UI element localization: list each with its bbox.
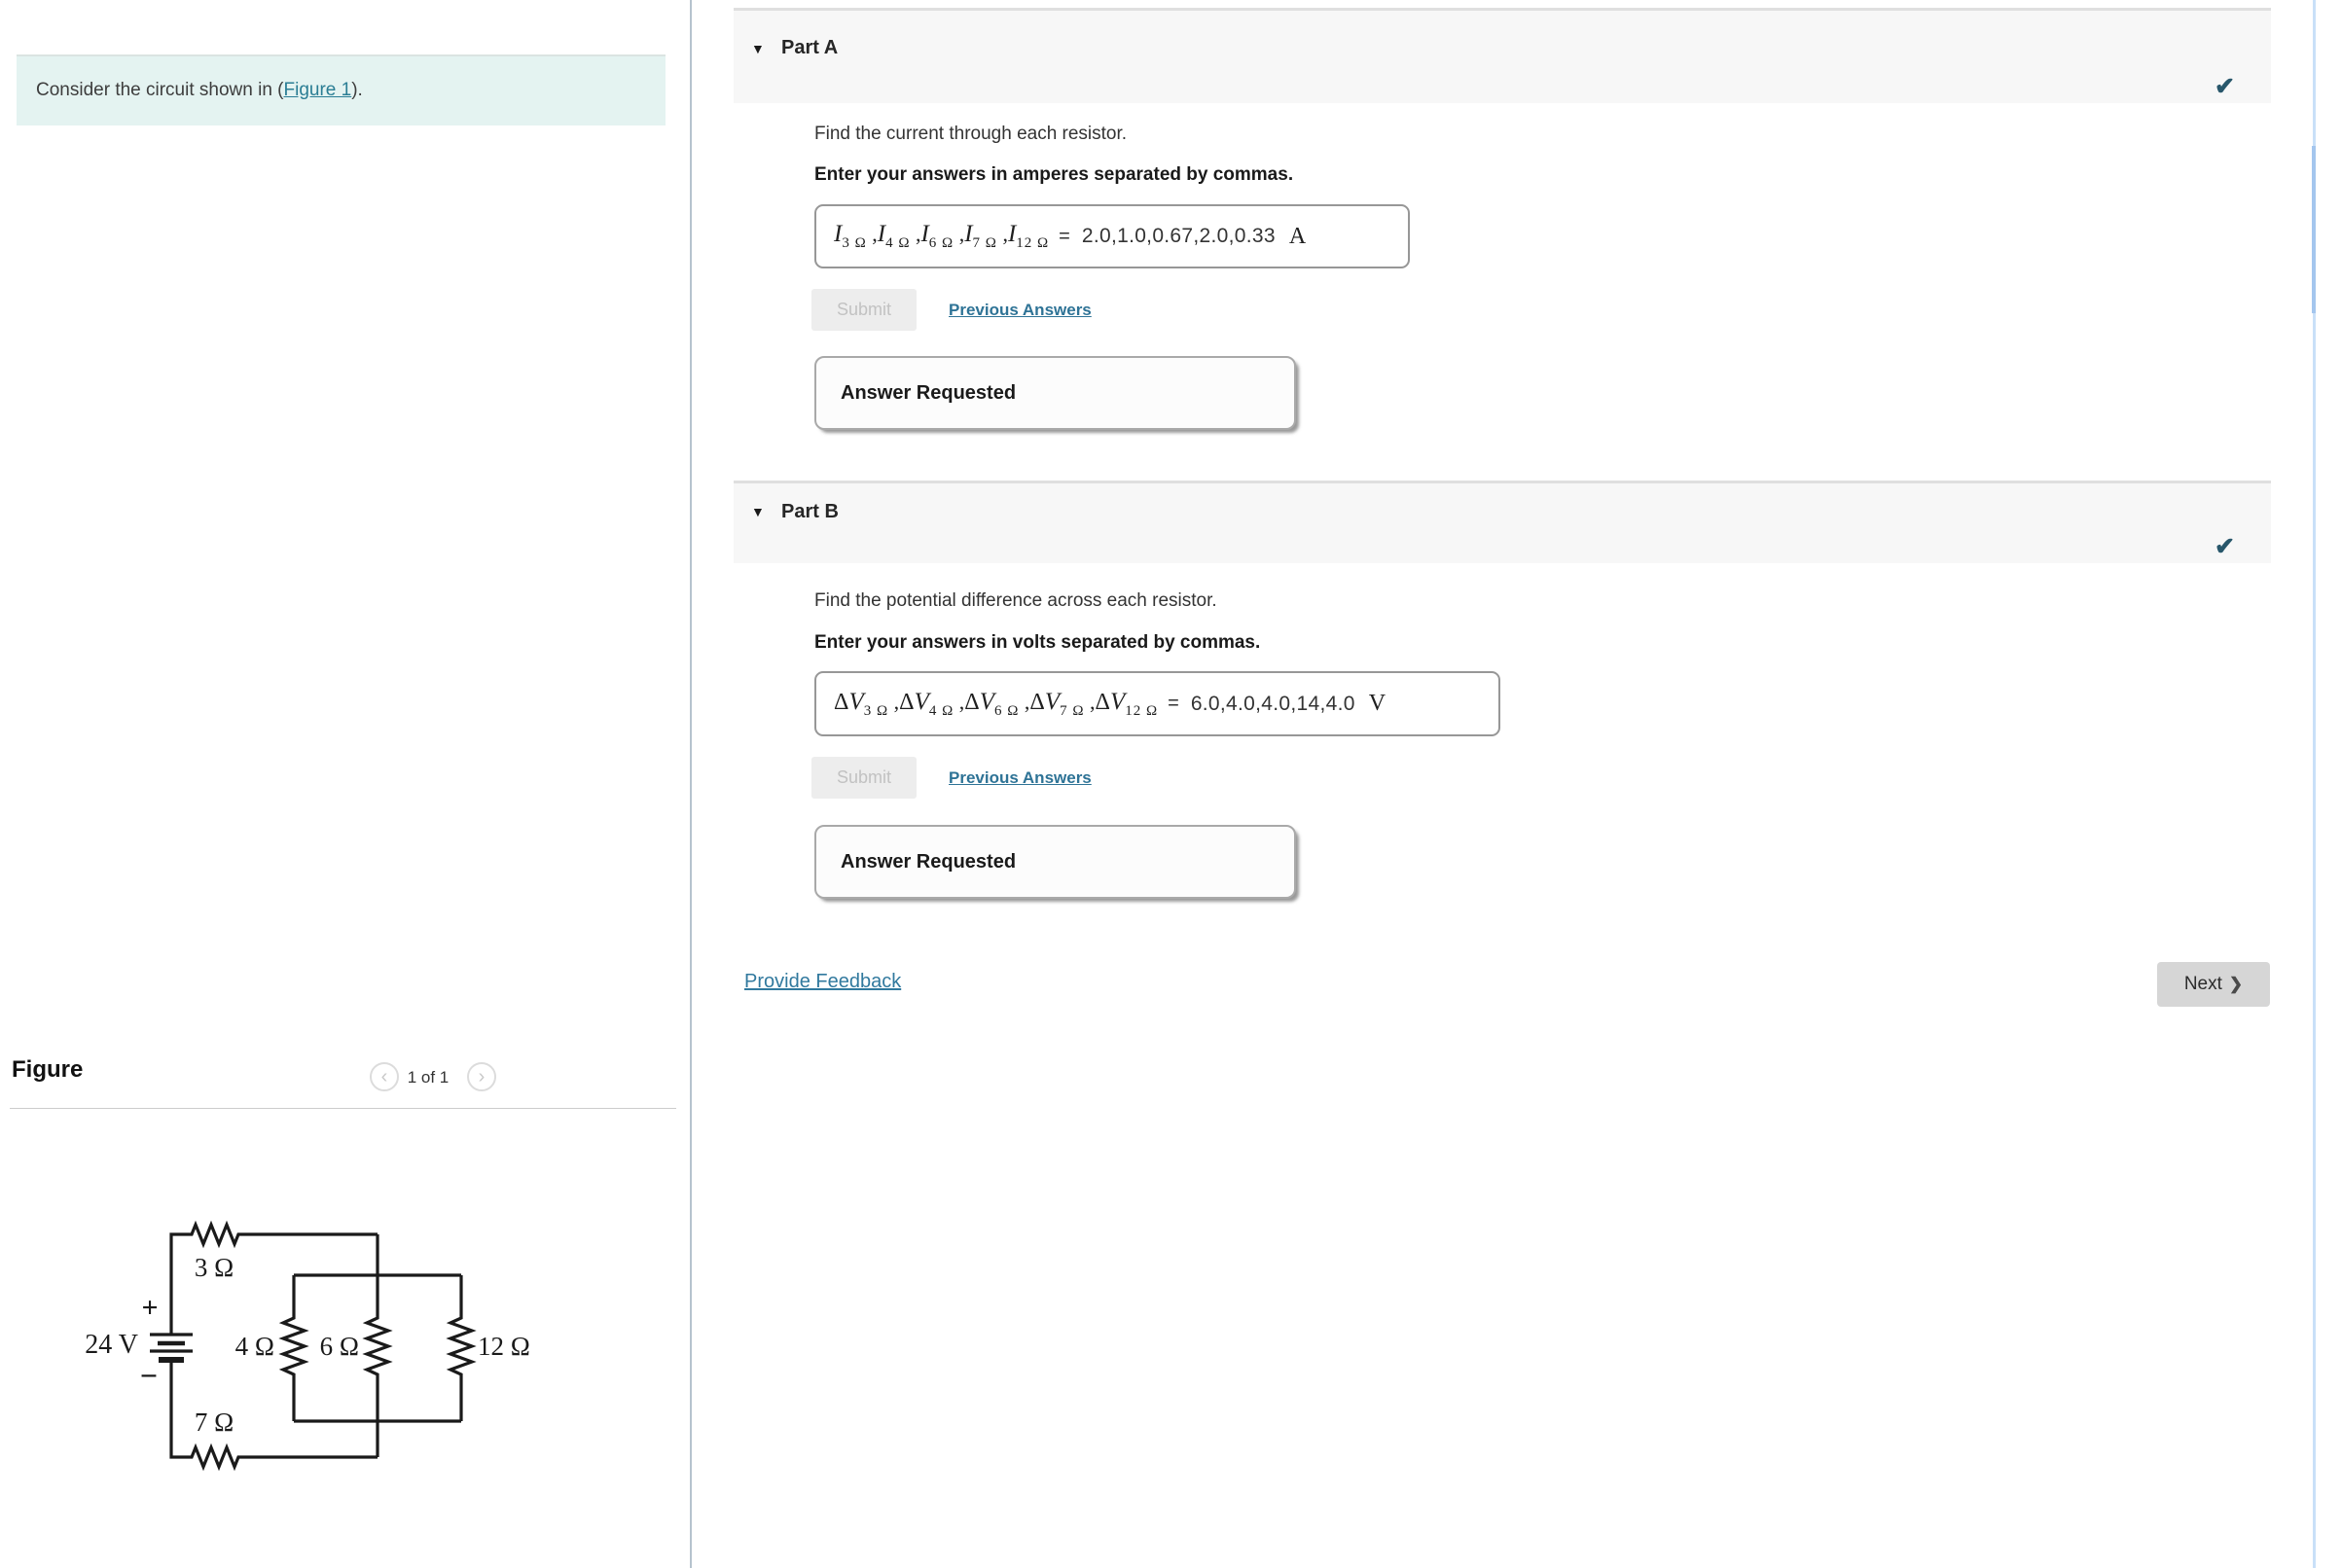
figure-prev-button[interactable]: ‹ [370,1062,399,1091]
battery-minus-sign: − [140,1358,158,1393]
part-a-header[interactable]: ▼ Part A ✔ [734,8,2271,103]
math-term: ΔV4 Ω , [899,688,965,719]
part-a-submit-button[interactable]: Submit [811,289,917,331]
math-term: I12 Ω [1007,221,1050,251]
part-b-header[interactable]: ▼ Part B ✔ [734,481,2271,563]
figure-section-title: Figure [12,1056,84,1083]
resistor-6ohm-label: 6 Ω [320,1332,359,1361]
part-b-answer-value: 6.0,4.0,4.0,14,4.0 [1190,692,1355,715]
part-b-previous-answers-link[interactable]: Previous Answers [949,768,1092,787]
check-icon: ✔ [2215,73,2235,100]
collapse-triangle-icon: ▼ [751,504,765,519]
problem-intro: Consider the circuit shown in (Figure 1)… [17,54,666,125]
intro-text-suffix: ). [351,80,363,100]
figure-next-button[interactable]: › [467,1062,496,1091]
check-icon: ✔ [2215,533,2235,560]
intro-text: Consider the circuit shown in ( [36,80,284,100]
equals-sign: = [1059,225,1070,247]
part-b-submit-button[interactable]: Submit [811,757,917,799]
resistor-3ohm-label: 3 Ω [195,1253,234,1282]
part-b-status-box: Answer Requested [814,825,1296,899]
part-b-title: Part B [781,501,839,522]
math-term: ΔV6 Ω , [964,688,1030,719]
math-term: I6 Ω , [920,221,965,251]
resistor-4ohm [278,1275,309,1421]
resistor-12ohm [446,1275,477,1421]
next-button[interactable]: Next ❯ [2157,962,2270,1007]
part-a-status-box: Answer Requested [814,356,1296,430]
part-a-instruction: Enter your answers in amperes separated … [814,164,1294,185]
part-b-prompt: Find the potential difference across eac… [814,590,1217,611]
battery-plus-sign: + [141,1292,158,1324]
math-term: ΔV12 Ω [1095,688,1159,719]
scrollbar-thumb[interactable] [2312,146,2316,313]
resistor-12ohm-label: 12 Ω [478,1332,530,1361]
chevron-left-icon: ‹ [380,1066,388,1087]
math-term: I4 Ω , [877,221,921,251]
circuit-diagram: 24 V + − 3 Ω 4 Ω 6 Ω 12 Ω 7 Ω [85,1220,530,1472]
figure-1-link[interactable]: Figure 1 [283,80,352,100]
part-a-unit: A [1288,223,1307,249]
part-a-status-text: Answer Requested [841,381,1017,404]
resistor-4ohm-label: 4 Ω [235,1332,274,1361]
part-a-answer-value: 2.0,1.0,0.67,2.0,0.33 [1081,225,1276,247]
math-term: ΔV3 Ω , [834,688,900,719]
part-a-title: Part A [781,37,839,58]
math-term: ΔV7 Ω , [1029,688,1096,719]
resistor-6ohm [362,1234,393,1457]
math-term: I3 Ω , [834,221,878,251]
resistor-7ohm-label: 7 Ω [195,1408,234,1437]
part-a-prompt: Find the current through each resistor. [814,124,1128,144]
equals-sign: = [1168,693,1179,714]
provide-feedback-link[interactable]: Provide Feedback [744,971,902,992]
wire-top [169,1220,378,1335]
panel-divider [690,0,692,1568]
math-term: I7 Ω , [964,221,1008,251]
figure-divider [10,1108,676,1109]
part-a-previous-answers-link[interactable]: Previous Answers [949,301,1092,319]
wire-bottom [169,1361,378,1472]
part-b-status-text: Answer Requested [841,850,1017,873]
part-b-instruction: Enter your answers in volts separated by… [814,632,1261,653]
chevron-right-icon: ❯ [2228,975,2244,993]
part-b-answer-input[interactable]: ΔV3 Ω , ΔV4 Ω , ΔV6 Ω , ΔV7 Ω , ΔV12 Ω =… [814,671,1500,736]
scrollbar-track [2313,0,2316,1568]
part-b-unit: V [1368,691,1387,716]
figure-pagination: 1 of 1 [407,1068,450,1087]
chevron-right-icon: › [478,1066,486,1087]
collapse-triangle-icon: ▼ [751,41,765,56]
battery-voltage-label: 24 V [85,1330,138,1360]
part-a-answer-input[interactable]: I3 Ω , I4 Ω , I6 Ω , I7 Ω , I12 Ω = 2.0,… [814,204,1410,268]
next-button-label: Next [2183,974,2222,994]
